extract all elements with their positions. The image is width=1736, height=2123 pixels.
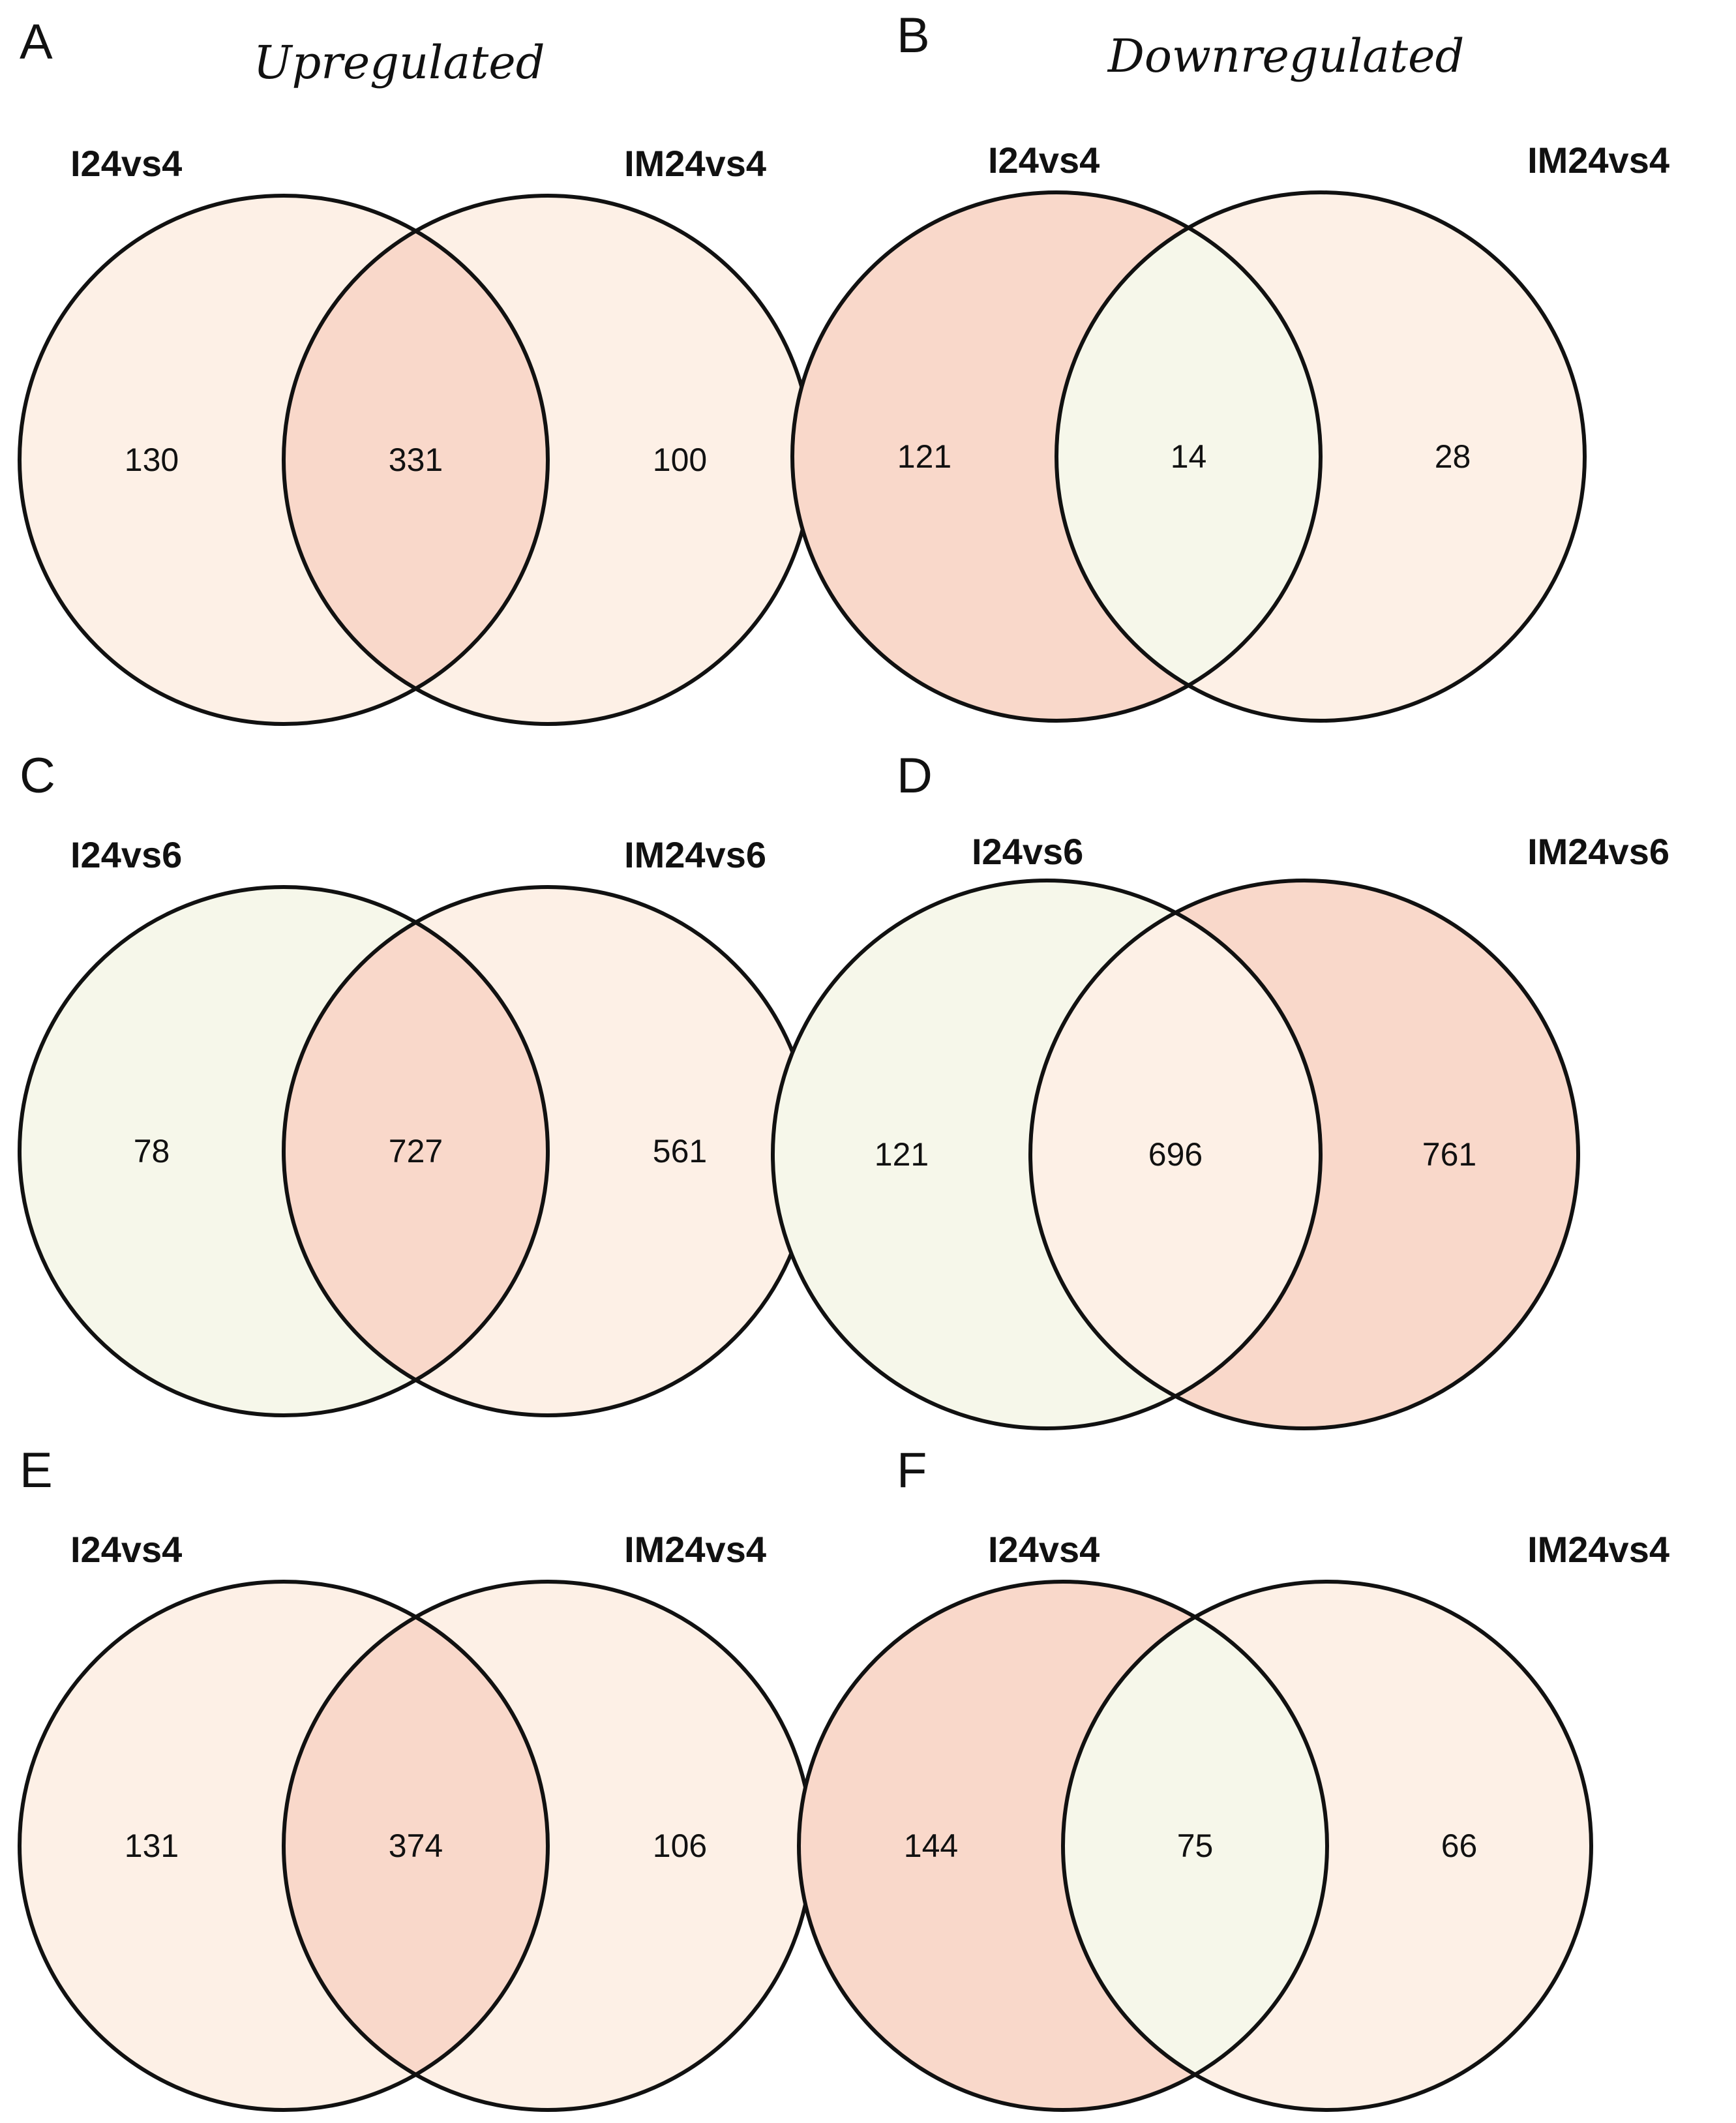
right-only-count: 561 (653, 1133, 707, 1169)
right-only-count: 761 (1422, 1136, 1476, 1173)
right-set-label: IM24vs4 (624, 143, 766, 184)
right-set-outline (1055, 190, 1587, 723)
panel-letter: B (897, 8, 930, 63)
right-set-label: IM24vs4 (1527, 140, 1669, 181)
left-set-label: I24vs6 (70, 834, 182, 875)
left-set-label: I24vs4 (70, 143, 182, 184)
panel-letter: F (897, 1443, 927, 1498)
overlap-region (284, 196, 548, 724)
panel-letter: A (20, 14, 53, 70)
overlap-region (1063, 1582, 1327, 2110)
venn-panel-e: E I24vs4 IM24vs4 131 374 106 (18, 1443, 814, 2112)
left-only-count: 121 (875, 1136, 929, 1173)
column-title-upregulated: Upregulated (253, 36, 545, 89)
overlap-region (1056, 192, 1321, 721)
left-set-outline (18, 885, 550, 1417)
right-set-outline (1028, 879, 1580, 1430)
panel-letter: E (20, 1443, 53, 1498)
venn-panel-b: B I24vs4 IM24vs4 121 14 28 (790, 8, 1669, 723)
overlap-region (1030, 881, 1321, 1428)
right-set-label: IM24vs6 (1527, 831, 1669, 872)
venn-panel-a: A I24vs4 IM24vs4 130 331 100 (18, 14, 814, 726)
venn-panel-c: C I24vs6 IM24vs6 78 727 561 (18, 748, 814, 1417)
left-set-label: I24vs4 (988, 1529, 1100, 1570)
column-title-downregulated: Downregulated (1107, 29, 1465, 83)
overlap-count: 14 (1171, 438, 1207, 475)
left-set-outline (797, 1580, 1329, 2112)
overlap-region (284, 887, 548, 1415)
overlap-count: 696 (1148, 1136, 1203, 1173)
left-set-label: I24vs4 (70, 1529, 182, 1570)
left-set-label: I24vs4 (988, 140, 1100, 181)
overlap-count: 331 (389, 442, 443, 478)
panel-letter: C (20, 748, 55, 804)
overlap-region (284, 1582, 548, 2110)
overlap-count: 374 (389, 1828, 443, 1864)
right-set-label: IM24vs4 (1527, 1529, 1669, 1570)
left-only-count: 78 (134, 1133, 170, 1169)
overlap-count: 75 (1177, 1828, 1214, 1864)
right-set-label: IM24vs6 (624, 834, 766, 875)
left-only-count: 130 (125, 442, 179, 478)
left-only-count: 144 (904, 1828, 958, 1864)
left-set-outline (771, 879, 1323, 1430)
venn-panel-f: F I24vs4 IM24vs4 144 75 66 (797, 1443, 1669, 2112)
left-set-outline (790, 190, 1323, 723)
left-only-count: 131 (125, 1828, 179, 1864)
venn-panel-d: D I24vs6 IM24vs6 121 696 761 (771, 748, 1669, 1430)
right-only-count: 66 (1441, 1828, 1478, 1864)
left-set-label: I24vs6 (972, 831, 1083, 872)
left-set-outline (18, 194, 550, 726)
overlap-count: 727 (389, 1133, 443, 1169)
right-set-outline (1061, 1580, 1593, 2112)
left-only-count: 121 (897, 438, 951, 475)
panel-letter: D (897, 748, 933, 804)
left-set-outline (18, 1580, 550, 2112)
right-set-label: IM24vs4 (624, 1529, 766, 1570)
right-only-count: 28 (1435, 438, 1471, 475)
right-only-count: 100 (653, 442, 707, 478)
right-only-count: 106 (653, 1828, 707, 1864)
